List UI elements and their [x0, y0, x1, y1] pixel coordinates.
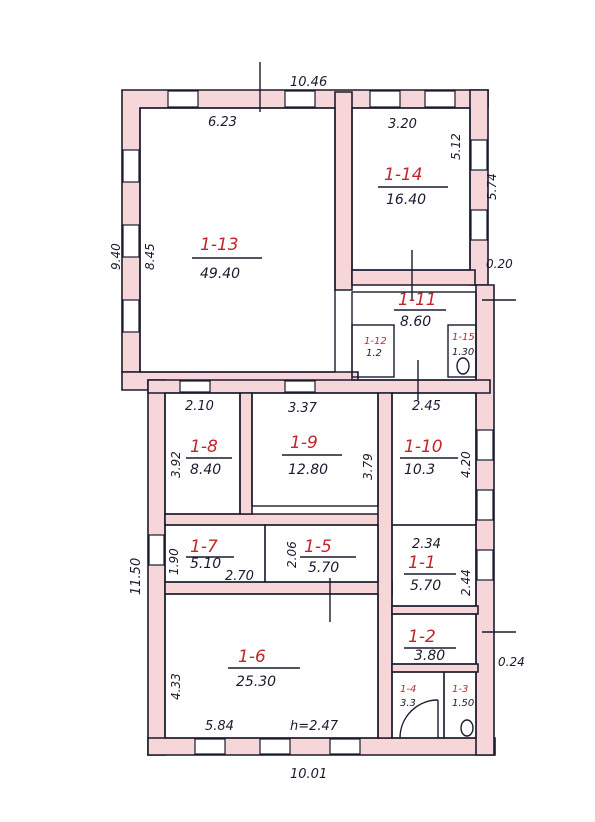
wall-col-8-9: [239, 392, 253, 515]
r3-id: 1-3: [452, 684, 468, 695]
r14-top: 3.20: [388, 117, 417, 132]
dim-top-width: 10.46: [290, 75, 327, 90]
wall-row-7-5: [164, 513, 391, 526]
r4-id: 1-4: [400, 684, 416, 695]
r1-top: 2.34: [412, 537, 441, 552]
r6-id: 1-6: [238, 647, 266, 667]
r10-id: 1-10: [404, 437, 443, 457]
r14-right: 5.12: [449, 133, 463, 160]
r6-bottom: 5.84: [205, 719, 234, 734]
door-arc: [399, 699, 439, 739]
r8-left: 3.92: [169, 451, 183, 478]
dim-left-height: 11.50: [129, 558, 144, 595]
wall-14-bottom: [351, 269, 476, 286]
wall-top: [121, 89, 489, 373]
r5-left: 2.06: [285, 541, 299, 568]
dim-right-c: 0.20: [486, 257, 513, 271]
r10-top: 2.45: [412, 399, 441, 414]
r4-area: 3.3: [400, 698, 416, 709]
r13-id: 1-13: [200, 235, 239, 255]
r7-id: 1-7: [190, 537, 218, 557]
r13-area: 49.40: [200, 266, 240, 282]
wall-row-1-bottom: [391, 605, 479, 615]
r10-right: 4.20: [459, 451, 473, 478]
r9-right: 3.79: [361, 453, 375, 480]
r12-area: 1.2: [366, 348, 382, 359]
r2-id: 1-2: [408, 627, 436, 647]
toilet-icon-2: [460, 719, 474, 737]
r5-area: 5.70: [308, 560, 339, 576]
r3-area: 1.50: [452, 698, 474, 709]
r8-area: 8.40: [190, 462, 221, 478]
r1-right: 2.44: [459, 569, 473, 596]
r15-area: 1.30: [452, 347, 474, 358]
r15-id: 1-15: [452, 332, 475, 343]
r13-left-outer: 9.40: [109, 243, 123, 270]
r7-left: 1.90: [167, 548, 181, 575]
wall-left-lower: [147, 379, 166, 756]
r1-id: 1-1: [408, 553, 436, 573]
toilet-icon: [456, 357, 470, 375]
r1-area: 5.70: [410, 578, 441, 594]
r7-area: 5.10: [190, 556, 221, 572]
r14-id: 1-14: [384, 165, 423, 185]
dim-right-a: 5.74: [485, 173, 499, 200]
r14-area: 16.40: [386, 192, 426, 208]
r11-area: 8.60: [400, 314, 431, 330]
r8-id: 1-8: [190, 437, 218, 457]
r6-left: 4.33: [169, 673, 183, 700]
r2-area: 3.80: [414, 648, 445, 664]
r9-top: 3.37: [288, 401, 318, 416]
dim-right-b: 0.24: [498, 655, 525, 669]
room-outlines: [139, 62, 516, 739]
r13-top: 6.23: [208, 115, 237, 130]
r6-area: 25.30: [236, 674, 276, 690]
r9-area: 12.80: [288, 462, 328, 478]
wall-row-2-bottom: [391, 663, 479, 673]
r11-id: 1-11: [398, 290, 437, 310]
r12-id: 1-12: [364, 336, 387, 347]
dim-bottom-width: 10.01: [290, 767, 327, 782]
r10-area: 10.3: [404, 462, 435, 478]
height-note: h=2.47: [290, 719, 339, 734]
r13-left-inner: 8.45: [143, 243, 157, 270]
wall-row-6-top: [164, 581, 393, 595]
r8-top: 2.10: [185, 399, 214, 414]
r5-id: 1-5: [304, 537, 332, 557]
r7-bottom: 2.70: [225, 569, 254, 584]
r9-id: 1-9: [290, 433, 318, 453]
wall-col-10-left: [377, 392, 393, 739]
windows: [122, 90, 494, 755]
wall-13-14: [334, 91, 353, 291]
